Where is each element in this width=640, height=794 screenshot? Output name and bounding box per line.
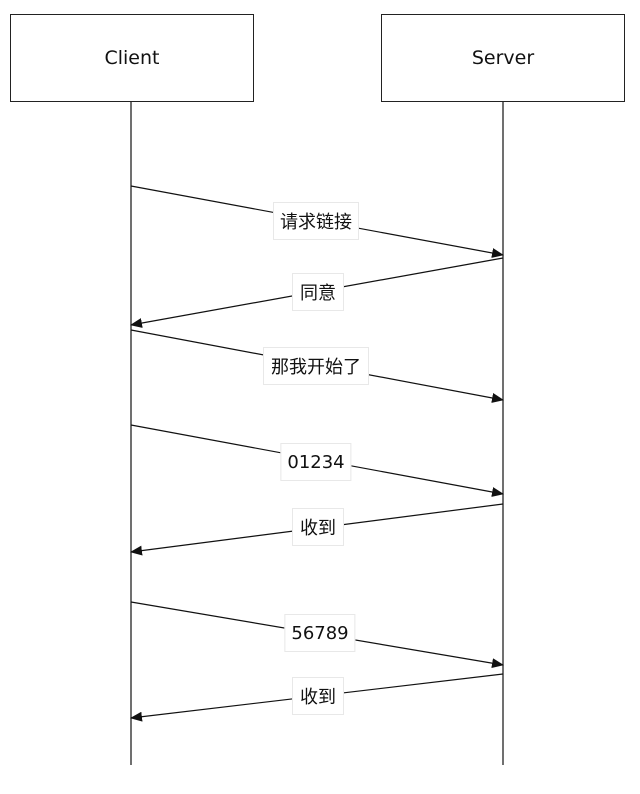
message-label-6: 56789 <box>284 614 356 652</box>
message-label-2: 同意 <box>292 273 344 311</box>
message-label-3: 那我开始了 <box>263 347 369 385</box>
server-label: Server <box>471 47 535 69</box>
message-label-7: 收到 <box>292 677 344 715</box>
message-label-1: 请求链接 <box>273 202 359 240</box>
message-label-5: 收到 <box>292 508 344 546</box>
client-participant: Client <box>10 14 254 102</box>
client-label: Client <box>104 47 160 69</box>
server-participant: Server <box>381 14 625 102</box>
message-label-4: 01234 <box>280 443 352 481</box>
